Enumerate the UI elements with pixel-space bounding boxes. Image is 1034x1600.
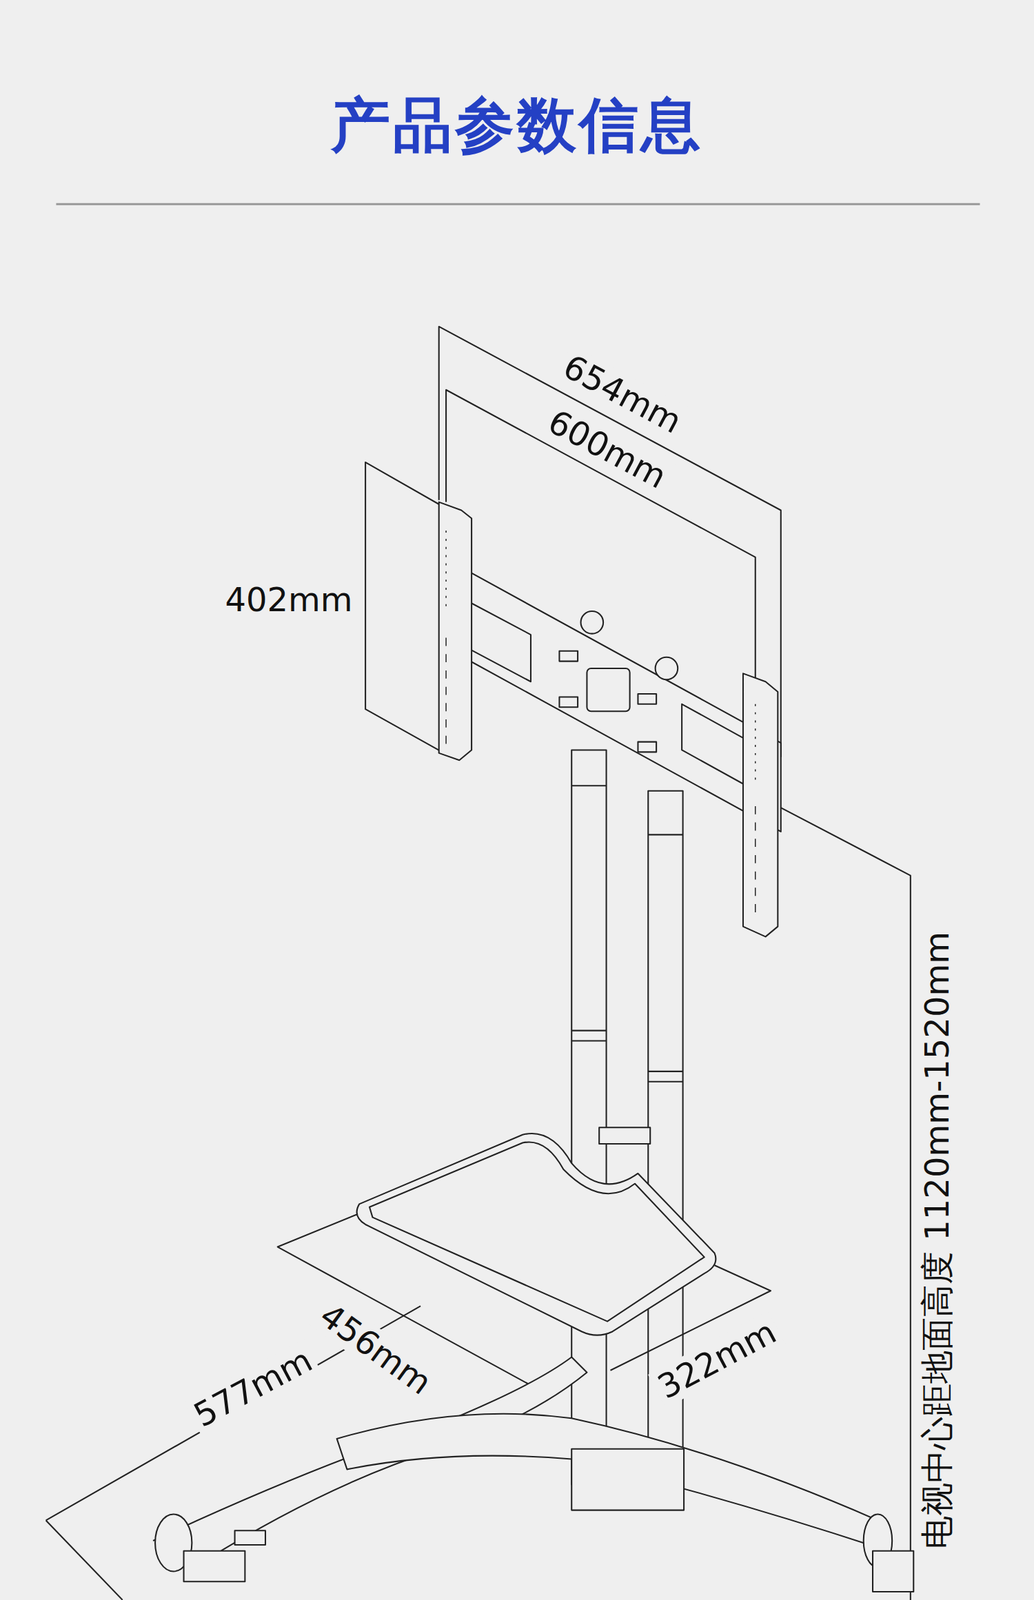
dimension-label: 402mm <box>220 581 357 620</box>
height-range-label: 电视中心距地面高度 1120mm-1520mm <box>918 927 957 1554</box>
page-title: 产品参数信息 <box>330 85 704 167</box>
dimension-label: 456mm <box>309 1294 442 1406</box>
dimension-label: 577mm <box>184 1339 322 1437</box>
